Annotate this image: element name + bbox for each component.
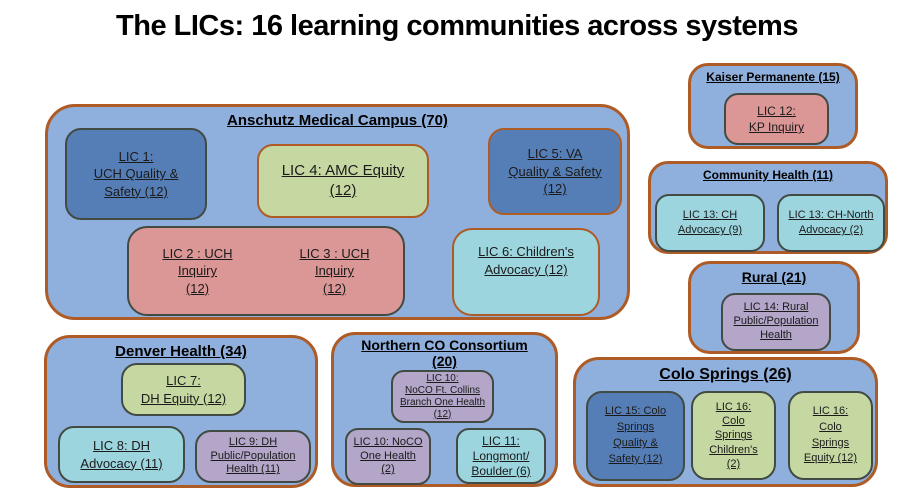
- group-northern-co-header: Northern CO Consortium (20): [361, 337, 528, 370]
- lic-7-box: LIC 7: DH Equity (12): [121, 363, 246, 416]
- group-anschutz: Anschutz Medical Campus (70) LIC 1: UCH …: [45, 104, 630, 320]
- lic-9-box: LIC 9: DH Public/Population Health (11): [195, 430, 311, 483]
- lic-16-equity-box: LIC 16: Colo Springs Equity (12): [788, 391, 873, 480]
- lic-10-ft-collins-label: LIC 10: NoCO Ft. Collins Branch One Heal…: [399, 372, 486, 420]
- group-anschutz-header: Anschutz Medical Campus (70): [227, 112, 448, 129]
- lic-16-childrens-box: LIC 16: Colo Springs Children's (2): [691, 391, 776, 480]
- lic-11-label: LIC 11: Longmont/ Boulder (6): [471, 433, 531, 478]
- group-northern-co: Northern CO Consortium (20) LIC 10: NoCO…: [331, 332, 558, 487]
- group-colo-springs: Colo Springs (26) LIC 15: Colo Springs Q…: [573, 357, 878, 487]
- lic-13-ch-north-label: LIC 13: CH-North Advocacy (2): [788, 209, 874, 236]
- group-colo-springs-header: Colo Springs (26): [659, 366, 792, 383]
- lic-5-label: LIC 5: VA Quality & Safety (12): [508, 146, 602, 197]
- lic-8-label: LIC 8: DH Advocacy (11): [80, 437, 163, 471]
- group-kaiser: Kaiser Permanente (15) LIC 12: KP Inquir…: [688, 63, 858, 149]
- lic-2-3-box: LIC 2 : UCH Inquiry (12) LIC 3 : UCH Inq…: [127, 226, 405, 316]
- lic-16-childrens-label: LIC 16: Colo Springs Children's (2): [709, 400, 758, 470]
- group-community-health: Community Health (11) LIC 13: CH Advocac…: [648, 161, 888, 254]
- lic-10-noco-label: LIC 10: NoCO One Health (2): [353, 435, 423, 476]
- lic-1-label: LIC 1: UCH Quality & Safety (12): [93, 148, 179, 199]
- group-rural: Rural (21) LIC 14: Rural Public/Populati…: [688, 261, 860, 354]
- lic-8-box: LIC 8: DH Advocacy (11): [58, 426, 185, 483]
- slide-title: The LICs: 16 learning communities across…: [116, 10, 798, 42]
- lic-12-label: LIC 12: KP Inquiry: [748, 103, 805, 134]
- lic-10-ft-collins-box: LIC 10: NoCO Ft. Collins Branch One Heal…: [391, 370, 494, 423]
- lic-2-label: LIC 2 : UCH Inquiry (12): [162, 245, 233, 296]
- lic-15-label: LIC 15: Colo Springs Quality & Safety (1…: [604, 405, 667, 465]
- group-kaiser-header: Kaiser Permanente (15): [706, 70, 840, 84]
- lic-4-label: LIC 4: AMC Equity (12): [281, 161, 405, 199]
- lic-5-box: LIC 5: VA Quality & Safety (12): [488, 128, 622, 215]
- group-community-health-header: Community Health (11): [702, 168, 834, 182]
- lic-16-equity-label: LIC 16: Colo Springs Equity (12): [803, 404, 858, 465]
- group-denver-health-header: Denver Health (34): [115, 343, 247, 360]
- lic-13-ch-label: LIC 13: CH Advocacy (9): [677, 209, 743, 236]
- lic-13-ch-north-box: LIC 13: CH-North Advocacy (2): [777, 194, 885, 252]
- lic-14-label: LIC 14: Rural Public/Population Health: [733, 301, 819, 341]
- group-denver-health: Denver Health (34) LIC 7: DH Equity (12)…: [44, 335, 318, 488]
- lic-6-label: LIC 6: Children's Advocacy (12): [478, 244, 574, 277]
- group-rural-header: Rural (21): [741, 269, 807, 285]
- lic-10-noco-box: LIC 10: NoCO One Health (2): [345, 428, 431, 485]
- lic-9-label: LIC 9: DH Public/Population Health (11): [210, 435, 296, 476]
- lic-3-label: LIC 3 : UCH Inquiry (12): [299, 245, 370, 296]
- lic-6-box: LIC 6: Children's Advocacy (12): [452, 228, 600, 316]
- lic-15-box: LIC 15: Colo Springs Quality & Safety (1…: [586, 391, 685, 481]
- lic-12-box: LIC 12: KP Inquiry: [724, 93, 829, 145]
- lic-14-box: LIC 14: Rural Public/Population Health: [721, 293, 831, 351]
- lic-11-box: LIC 11: Longmont/ Boulder (6): [456, 428, 546, 484]
- lic-13-ch-box: LIC 13: CH Advocacy (9): [655, 194, 765, 252]
- lic-7-label: LIC 7: DH Equity (12): [140, 372, 227, 406]
- lic-1-box: LIC 1: UCH Quality & Safety (12): [65, 128, 207, 220]
- lic-4-box: LIC 4: AMC Equity (12): [257, 144, 429, 218]
